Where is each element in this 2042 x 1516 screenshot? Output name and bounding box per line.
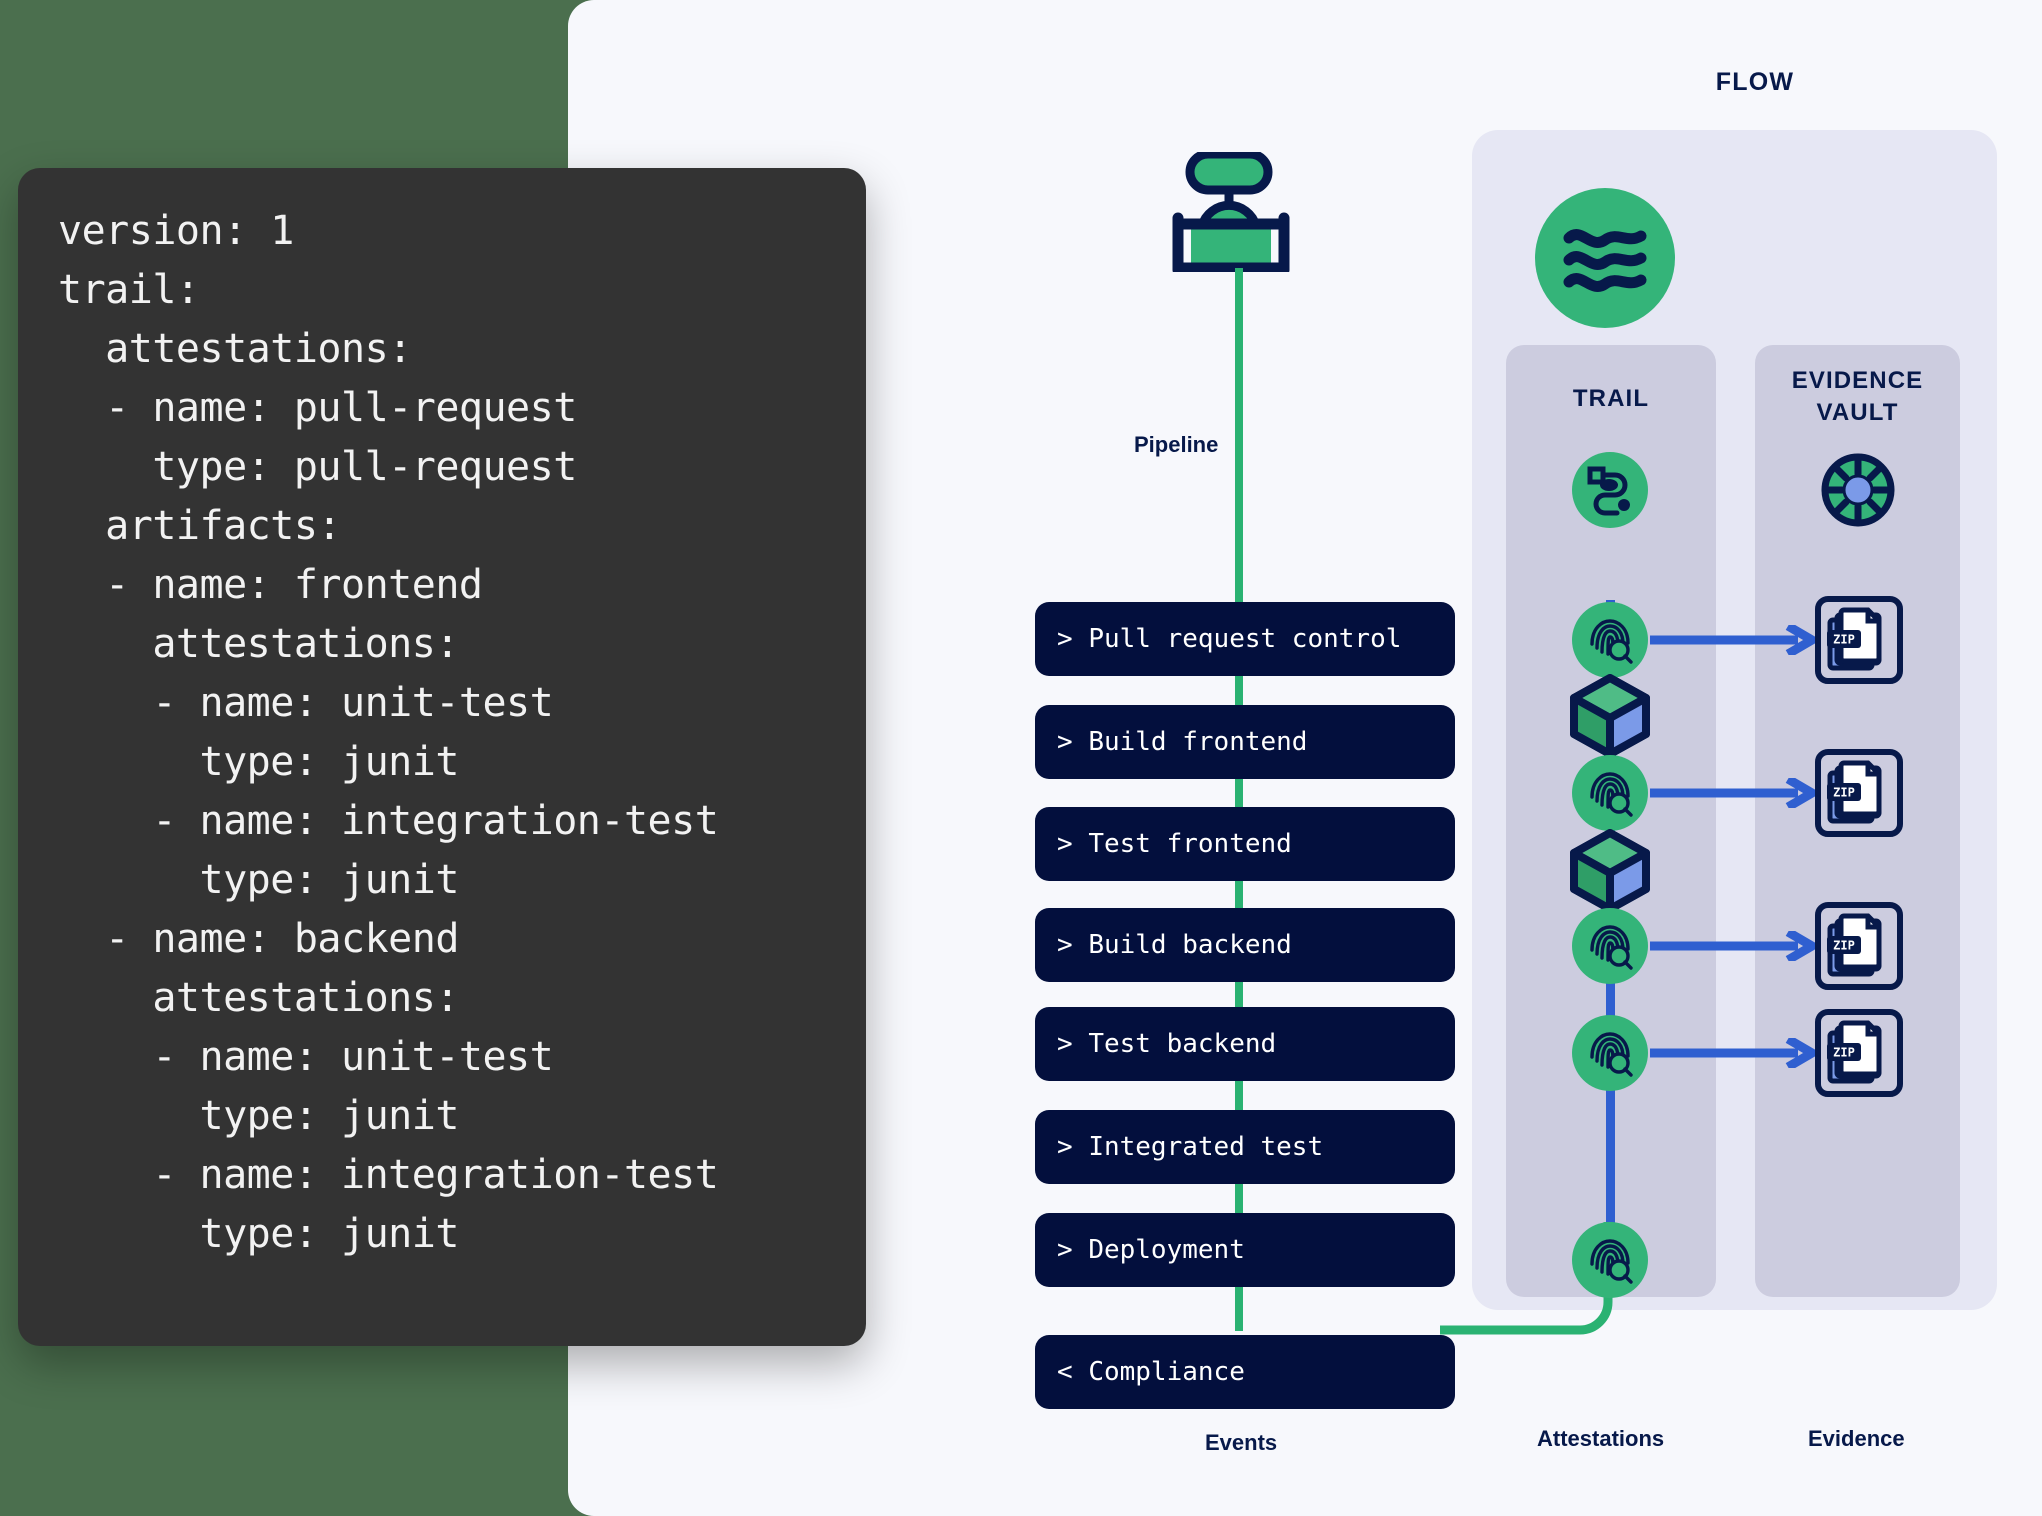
event-box[interactable]: > Test backend xyxy=(1035,1007,1455,1081)
fingerprint-search-icon[interactable] xyxy=(1572,1222,1648,1298)
cube-icon[interactable] xyxy=(1566,672,1654,760)
event-prefix: > xyxy=(1057,1132,1073,1162)
zip-documents-icon[interactable]: ZIP xyxy=(1815,596,1903,684)
event-prefix: > xyxy=(1057,930,1073,960)
event-prefix: < xyxy=(1057,1357,1073,1387)
event-label: Build backend xyxy=(1088,930,1292,960)
event-label: Test frontend xyxy=(1088,829,1292,859)
fingerprint-search-icon[interactable] xyxy=(1572,602,1648,678)
event-prefix: > xyxy=(1057,1029,1073,1059)
zip-badge-text: ZIP xyxy=(1833,633,1855,647)
valve-icon xyxy=(1168,149,1294,276)
event-box[interactable]: > Deployment xyxy=(1035,1213,1455,1287)
evidence-arrow xyxy=(1650,928,1817,964)
event-prefix: > xyxy=(1057,1235,1073,1265)
fingerprint-search-icon[interactable] xyxy=(1572,908,1648,984)
event-box[interactable]: > Pull request control xyxy=(1035,602,1455,676)
event-label: Build frontend xyxy=(1088,727,1308,757)
flow-waves-icon xyxy=(1535,188,1675,328)
event-label: Test backend xyxy=(1088,1029,1277,1059)
zip-badge-text: ZIP xyxy=(1833,1046,1855,1060)
zip-documents-icon[interactable]: ZIP xyxy=(1815,902,1903,990)
pipeline-label: Pipeline xyxy=(1134,432,1219,457)
event-box[interactable]: > Integrated test xyxy=(1035,1110,1455,1184)
evidence-vault-label-line1: EVIDENCE xyxy=(1791,367,1924,394)
flow-title: FLOW xyxy=(1715,68,1795,96)
fingerprint-search-icon[interactable] xyxy=(1572,755,1648,831)
cube-icon[interactable] xyxy=(1566,827,1654,915)
event-box[interactable]: > Build frontend xyxy=(1035,705,1455,779)
event-label: Pull request control xyxy=(1088,624,1402,654)
event-label: Compliance xyxy=(1088,1357,1245,1387)
route-path-icon xyxy=(1572,452,1648,528)
pipeline-connector-line xyxy=(1235,268,1243,1331)
compliance-connector xyxy=(1435,1217,1640,1362)
event-box[interactable]: > Build backend xyxy=(1035,908,1455,982)
evidence-label: Evidence xyxy=(1808,1426,1905,1451)
zip-badge-text: ZIP xyxy=(1833,939,1855,953)
trail-column-label: TRAIL xyxy=(1572,385,1650,412)
event-box[interactable]: < Compliance xyxy=(1035,1335,1455,1409)
evidence-arrow xyxy=(1650,622,1817,658)
event-prefix: > xyxy=(1057,829,1073,859)
event-label: Integrated test xyxy=(1088,1132,1324,1162)
event-box[interactable]: > Test frontend xyxy=(1035,807,1455,881)
evidence-vault-label-line2: VAULT xyxy=(1816,399,1899,426)
event-prefix: > xyxy=(1057,727,1073,757)
zip-documents-icon[interactable]: ZIP xyxy=(1815,1009,1903,1097)
evidence-vault-column-label: EVIDENCE VAULT xyxy=(1755,365,1960,429)
event-label: Deployment xyxy=(1088,1235,1245,1265)
evidence-arrow xyxy=(1650,775,1817,811)
yaml-code: version: 1 trail: attestations: - name: … xyxy=(58,208,719,1257)
zip-documents-icon[interactable]: ZIP xyxy=(1815,749,1903,837)
events-label: Events xyxy=(1205,1430,1278,1455)
attestations-label: Attestations xyxy=(1537,1426,1665,1451)
evidence-arrow xyxy=(1650,1035,1817,1071)
event-prefix: > xyxy=(1057,624,1073,654)
ship-wheel-icon xyxy=(1816,448,1900,532)
zip-badge-text: ZIP xyxy=(1833,786,1855,800)
yaml-code-panel: version: 1 trail: attestations: - name: … xyxy=(18,168,866,1346)
chain-segment xyxy=(1606,1105,1615,1225)
fingerprint-search-icon[interactable] xyxy=(1572,1015,1648,1091)
